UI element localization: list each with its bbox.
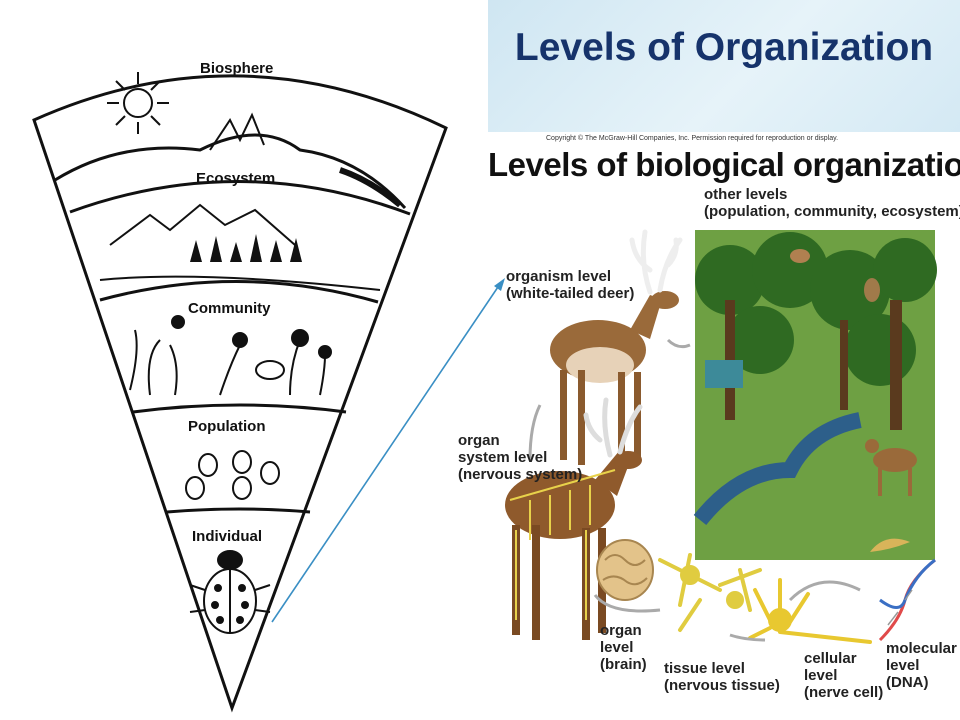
label-organ-system-level: organ system level (nervous system) [458,432,583,483]
label-organism-level: organism level (white-tailed deer) [506,268,635,302]
level-label-community: Community [188,300,271,317]
title-banner: Levels of Organization [488,0,960,132]
cone-band-divider [99,280,379,304]
brain-icon [596,539,654,601]
mountains-icon [109,203,296,246]
flow-arrow [593,594,661,613]
dna-icon [878,558,936,642]
deer-icon [550,229,683,465]
bird-icon [790,249,810,263]
arrowhead-icon [494,278,505,291]
flow-arrow [528,404,542,461]
flow-arrow [729,633,766,642]
forest-icon [190,234,302,262]
label-tissue-level: tissue level (nervous tissue) [664,660,780,694]
plants-icon [129,315,332,396]
cone-band-divider [69,180,411,216]
copyright-notice: Copyright © The McGraw-Hill Companies, I… [546,135,839,142]
nervous-tissue-icon [658,553,762,632]
sun-icon [107,72,169,134]
slide-title: Levels of Organization [514,26,934,69]
forest-deer-icon [865,439,917,496]
level-label-ecosystem: Ecosystem [196,170,276,187]
flow-arrow [788,580,861,602]
beetle-group-icon [185,450,280,500]
label-organ-level: organ level (brain) [600,622,647,673]
earth-horizon [54,133,407,210]
cone-band-divider [166,507,311,514]
level-label-biosphere: Biosphere [200,60,274,77]
owl-icon [864,278,880,302]
flow-arrow [666,338,691,349]
cone-band-divider [132,403,347,414]
ladybug-icon [189,550,271,634]
nerve-cell-icon [748,578,872,644]
label-molecular-level: molecular level (DNA) [886,640,957,691]
label-other-levels: other levels (population, community, eco… [704,186,960,220]
connector-arrow [271,283,501,623]
figure-title: Levels of biological organization [488,146,960,183]
label-cellular-level: cellular level (nerve cell) [804,650,884,701]
level-label-individual: Individual [192,528,263,545]
level-label-population: Population [188,418,266,435]
cone-outline [32,74,448,713]
